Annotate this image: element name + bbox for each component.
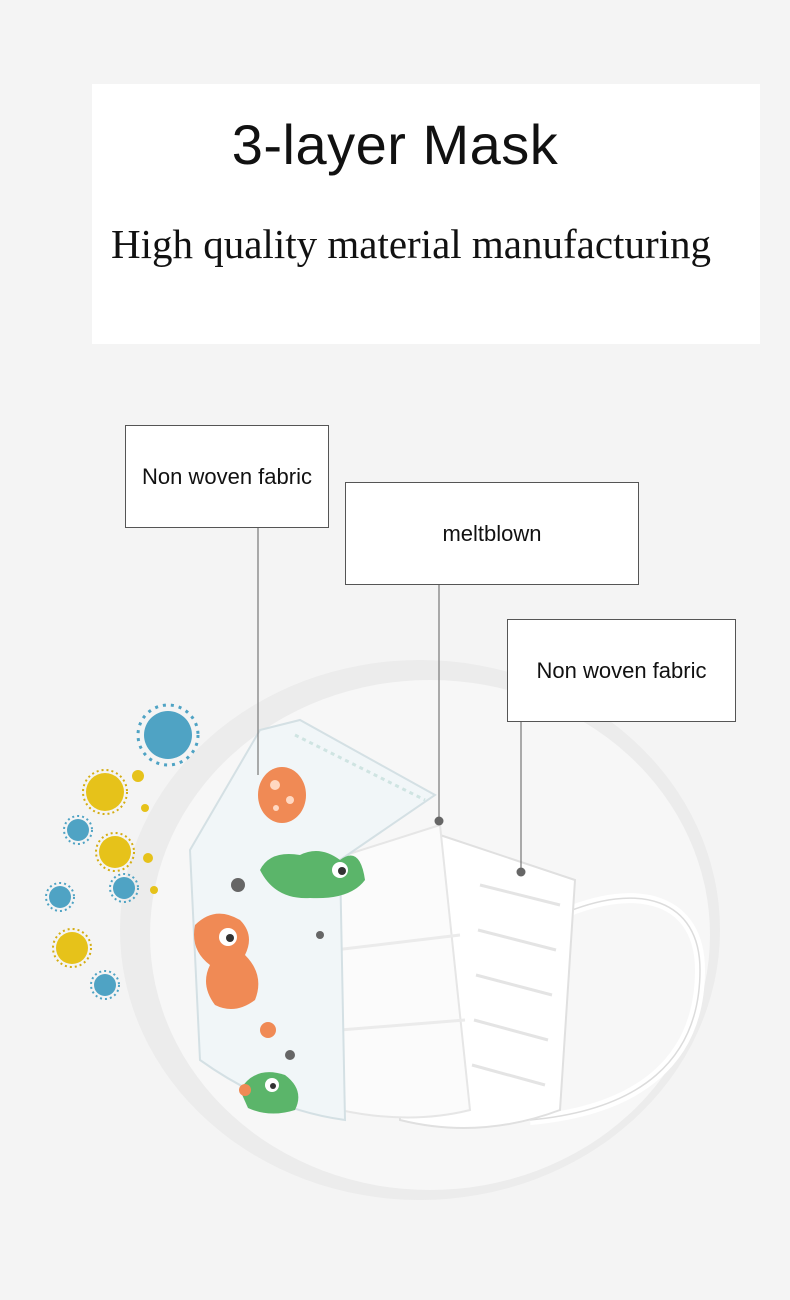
virus-yellow-icon [52,928,92,968]
green-dino-icon [240,1072,299,1114]
dino-egg-icon [258,767,306,823]
orange-dino-icon [194,913,259,1009]
page-subtitle: High quality material manufacturing [110,221,711,267]
virus-blue-icon [136,703,200,767]
page-title: 3-layer Mask [231,113,559,176]
middle-layer-fold [334,933,461,952]
virus-blue-icon [109,873,139,903]
inner-layer-pleats [471,883,561,1087]
layer-label-inner: Non woven fabric [507,619,736,722]
leader-dot-middle [434,816,444,826]
layer-label-outer: Non woven fabric [125,425,329,528]
virus-blue-icon [90,970,120,1000]
virus-particles [45,703,200,1000]
middle-layer-fold [339,1018,466,1032]
outer-layer-stitch [294,733,426,802]
virus-yellow-small-icon [141,804,149,812]
layer-label-middle: meltblown [345,482,639,585]
virus-yellow-icon [95,832,135,872]
leader-dot-inner [516,867,526,877]
virus-yellow-small-icon [150,886,158,894]
virus-blue-icon [45,882,75,912]
virus-blue-icon [63,815,93,845]
header-card [92,84,760,344]
leader-lines [257,528,522,870]
dinosaur-print [194,767,365,1114]
ear-loop-edge [529,897,701,1121]
virus-yellow-small-icon [132,770,144,782]
virus-yellow-small-icon [143,853,153,863]
virus-yellow-icon [82,769,128,815]
